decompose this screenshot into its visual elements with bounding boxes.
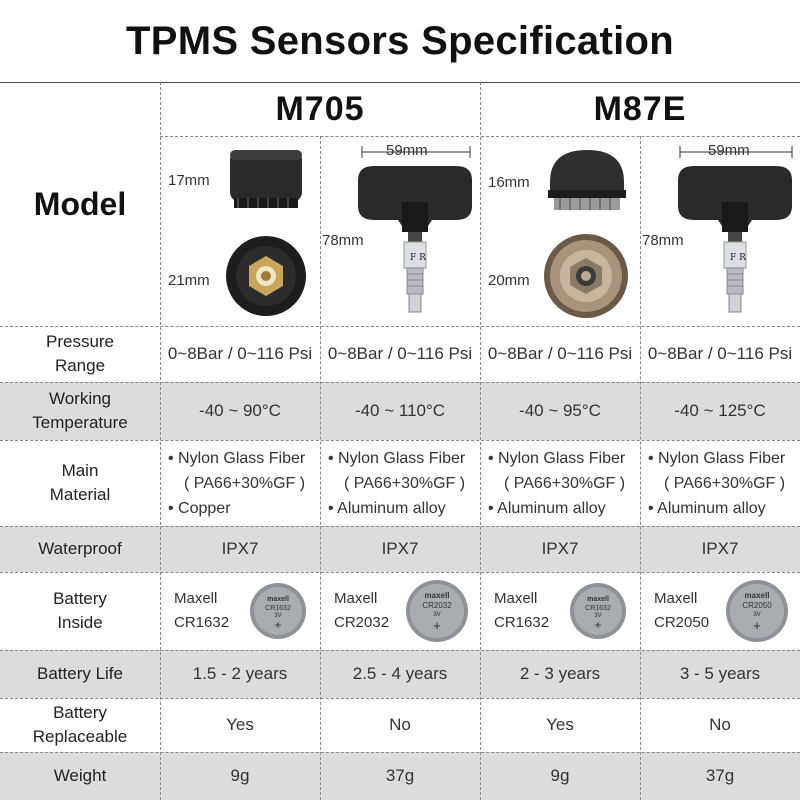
svg-text:CR2032: CR2032	[422, 601, 452, 610]
coin-battery-icon: maxell CR1632 3V +	[250, 583, 306, 639]
row-divider	[0, 526, 800, 527]
pressure-m705-valve: 0~8Bar / 0~116 Psi	[327, 344, 473, 363]
svg-text:3V: 3V	[753, 612, 760, 618]
width-dimension: 59mm	[708, 142, 750, 159]
row-divider	[0, 326, 800, 327]
waterproof-m705-cap: IPX7	[160, 526, 320, 572]
battery-life-m87e-valve: 3 - 5 years	[640, 650, 800, 698]
pressure-m87e-cap: 0~8Bar / 0~116 Psi	[487, 344, 633, 363]
model-label: Model	[33, 185, 127, 222]
column-divider	[160, 82, 161, 800]
coin-battery-icon: maxell CR2032 3V +	[406, 580, 468, 642]
page-title: TPMS Sensors Specification	[126, 18, 674, 63]
diameter-dimension: 21mm	[168, 272, 210, 289]
svg-text:CR1632: CR1632	[265, 605, 291, 612]
model-image-m87e-valve: 59mm 78mm F R	[640, 136, 800, 326]
column-divider	[640, 136, 641, 800]
valve-letters: F R	[410, 253, 426, 263]
replaceable-m87e-valve: No	[709, 715, 731, 734]
row-divider	[0, 440, 800, 441]
row-label-pressure: Pressure Range	[45, 332, 115, 375]
column-divider	[320, 136, 321, 800]
svg-text:3V: 3V	[274, 613, 281, 619]
row-divider	[0, 650, 800, 651]
temperature-m87e-valve: -40 ~ 125°C	[640, 382, 800, 440]
row-label-battery: Battery Inside	[53, 589, 107, 632]
weight-m705-cap: 9g	[160, 752, 320, 800]
material-m705-cap: • Nylon Glass Fiber ( PA66+30%GF ) • Cop…	[168, 449, 306, 517]
model-image-m87e-cap: 16mm 20mm	[480, 136, 640, 326]
spec-table: M705 M87E Model 17mm 21mm 59mm 78mm	[0, 82, 800, 800]
svg-text:+: +	[433, 618, 441, 633]
svg-text:maxell: maxell	[587, 596, 609, 603]
material-m705-valve: • Nylon Glass Fiber ( PA66+30%GF ) • Alu…	[328, 449, 466, 517]
valve-sensor-icon: F R	[678, 146, 793, 313]
material-m87e-cap: • Nylon Glass Fiber ( PA66+30%GF ) • Alu…	[488, 449, 626, 517]
svg-text:3V: 3V	[433, 612, 440, 618]
row-divider	[0, 698, 800, 699]
row-divider	[0, 382, 800, 383]
coin-battery-icon: maxell CR1632 3V +	[570, 583, 626, 639]
row-label-waterproof: Waterproof	[0, 526, 160, 572]
svg-text:maxell: maxell	[745, 591, 770, 600]
replaceable-m705-cap: Yes	[226, 715, 254, 734]
replaceable-m705-valve: No	[389, 715, 411, 734]
battery-life-m87e-cap: 2 - 3 years	[480, 650, 640, 698]
valve-letters: F R	[730, 253, 746, 263]
cap-sensor-side-icon	[548, 150, 626, 210]
pressure-m705-cap: 0~8Bar / 0~116 Psi	[167, 344, 313, 363]
temperature-m87e-cap: -40 ~ 95°C	[480, 382, 640, 440]
material-m87e-valve: • Nylon Glass Fiber ( PA66+30%GF ) • Alu…	[648, 449, 786, 517]
battery-life-m705-valve: 2.5 - 4 years	[320, 650, 480, 698]
battery-life-m705-cap: 1.5 - 2 years	[160, 650, 320, 698]
group-header-m705: M705	[275, 89, 365, 128]
column-divider	[480, 82, 481, 800]
table-top-border	[0, 82, 800, 83]
group-header-m87e: M87E	[593, 89, 687, 128]
valve-sensor-icon: F R	[358, 146, 472, 313]
svg-text:maxell: maxell	[267, 596, 289, 603]
height-dimension: 78mm	[322, 232, 364, 249]
temperature-m705-valve: -40 ~ 110°C	[320, 382, 480, 440]
height-dimension: 78mm	[642, 232, 684, 249]
waterproof-m87e-cap: IPX7	[480, 526, 640, 572]
svg-text:+: +	[274, 618, 281, 632]
cap-sensor-bottom-icon	[544, 234, 628, 318]
row-divider	[0, 752, 800, 753]
weight-m87e-valve: 37g	[640, 752, 800, 800]
height-dimension: 16mm	[488, 174, 530, 191]
svg-text:maxell: maxell	[425, 591, 450, 600]
row-label-weight: Weight	[0, 752, 160, 800]
temperature-m705-cap: -40 ~ 90°C	[160, 382, 320, 440]
waterproof-m705-valve: IPX7	[320, 526, 480, 572]
svg-text:+: +	[753, 618, 761, 633]
model-image-m705-cap: 17mm 21mm	[160, 136, 320, 326]
model-image-m705-valve: 59mm 78mm F R	[320, 136, 480, 326]
row-label-material: Main Material	[49, 461, 111, 504]
cap-sensor-bottom-icon	[226, 236, 306, 316]
svg-text:CR2050: CR2050	[742, 601, 772, 610]
waterproof-m87e-valve: IPX7	[640, 526, 800, 572]
pressure-m87e-valve: 0~8Bar / 0~116 Psi	[647, 344, 793, 363]
svg-text:3V: 3V	[594, 613, 601, 619]
weight-m705-valve: 37g	[320, 752, 480, 800]
cap-sensor-side-icon	[230, 150, 302, 208]
coin-battery-icon: maxell CR2050 3V +	[726, 580, 788, 642]
width-dimension: 59mm	[386, 142, 428, 159]
weight-m87e-cap: 9g	[480, 752, 640, 800]
svg-text:+: +	[594, 618, 601, 632]
svg-text:CR1632: CR1632	[585, 605, 611, 612]
diameter-dimension: 20mm	[488, 272, 530, 289]
row-label-temperature: Working Temperature	[0, 382, 160, 440]
replaceable-m87e-cap: Yes	[546, 715, 574, 734]
row-label-replaceable: Battery Replaceable	[32, 703, 128, 746]
row-label-battery-life: Battery Life	[0, 650, 160, 698]
row-divider	[0, 572, 800, 573]
height-dimension: 17mm	[168, 172, 210, 189]
